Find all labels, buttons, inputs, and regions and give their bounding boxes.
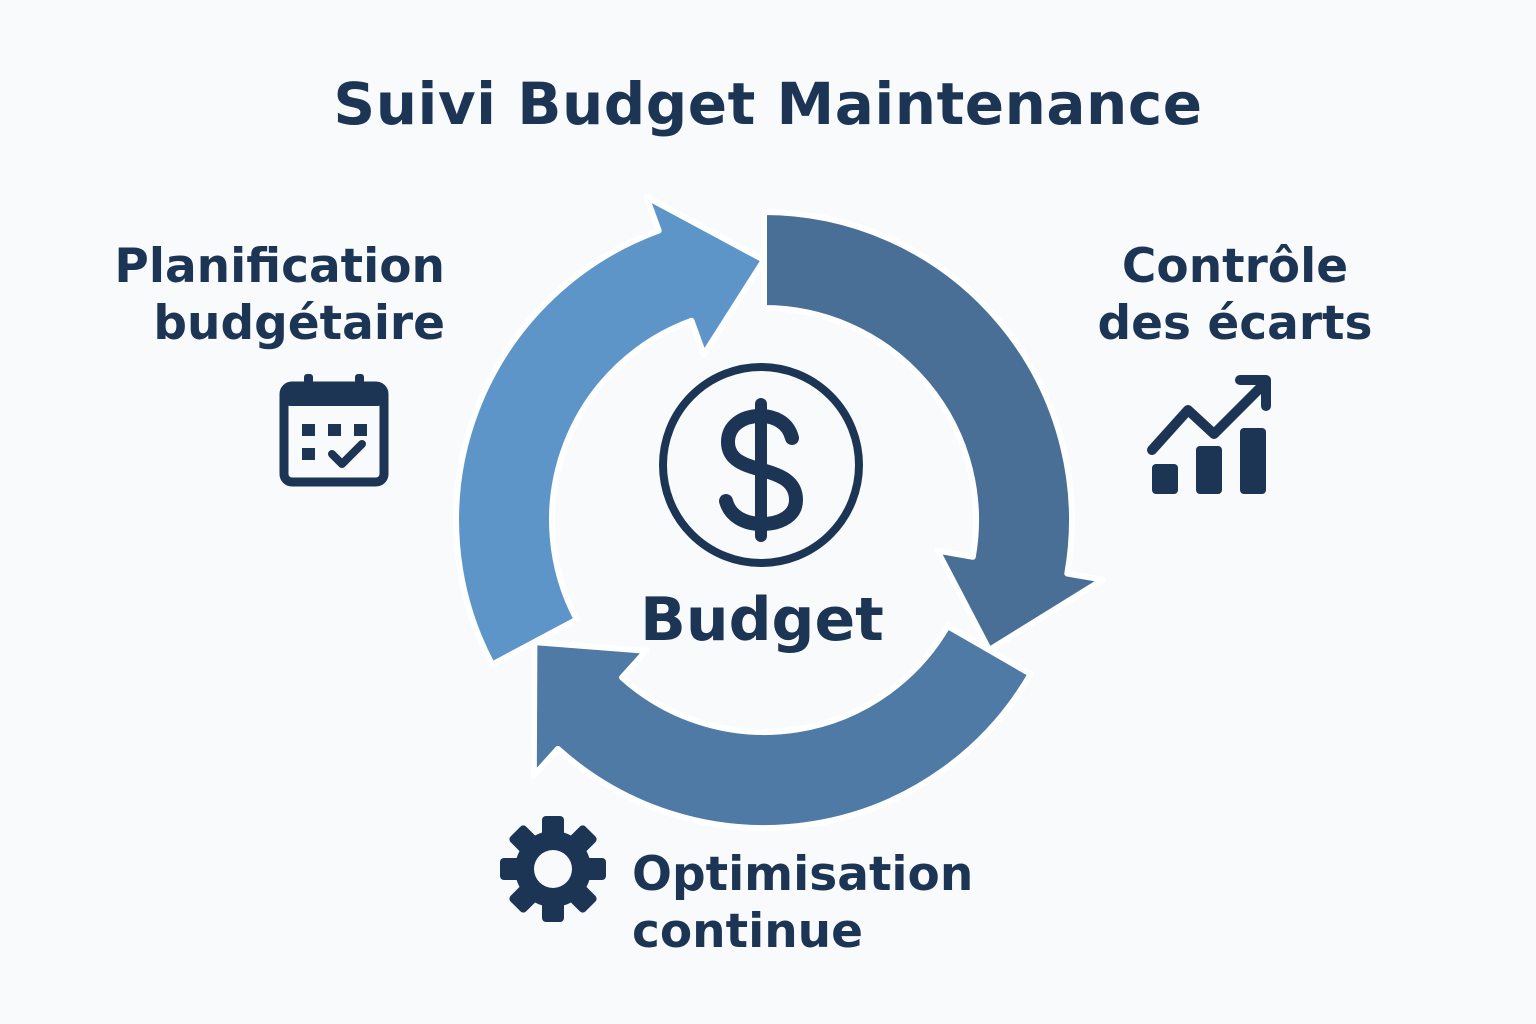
step-planification-line2: budgétaire xyxy=(153,296,445,351)
arrow-controle xyxy=(761,209,1106,653)
step-controle-label: Contrôle des écarts xyxy=(1080,238,1390,352)
step-controle-line2: des écarts xyxy=(1097,296,1373,351)
step-planification-line1: Planification xyxy=(114,239,445,294)
step-optimisation-label: Optimisation continue xyxy=(632,846,973,960)
arrow-planification xyxy=(453,193,767,668)
center-budget-label: Budget xyxy=(640,585,884,655)
dollar-circle-icon xyxy=(659,363,863,567)
bar-chart-trend-icon xyxy=(1147,375,1271,494)
arrow-optimisation xyxy=(530,623,1034,831)
step-optimisation-line2: continue xyxy=(632,904,863,959)
diagram-title: Suivi Budget Maintenance xyxy=(333,70,1203,138)
step-controle-line1: Contrôle xyxy=(1121,239,1349,294)
calendar-check-icon xyxy=(279,374,389,487)
gear-icon xyxy=(500,816,606,922)
step-planification-label: Planification budgétaire xyxy=(100,238,445,352)
step-optimisation-line1: Optimisation xyxy=(632,847,974,902)
